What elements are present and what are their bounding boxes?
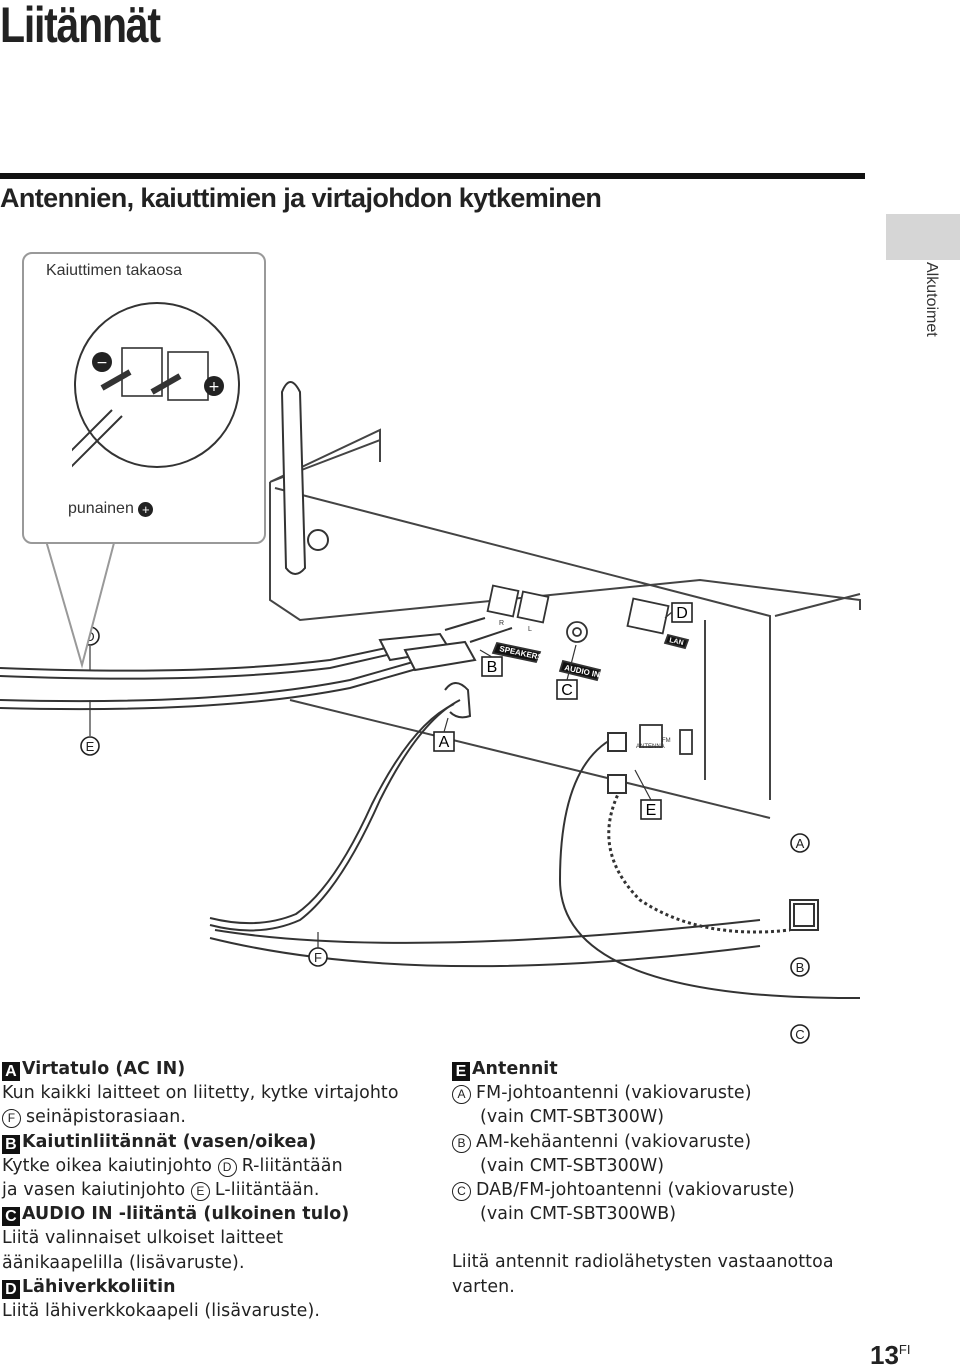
unit-body [269,428,861,819]
page-title: Liitännät [0,0,161,53]
side-tab [886,214,960,260]
circ-e: E [86,739,95,754]
callout-speaker-rear: Kaiuttimen takaosa − + punainen + [22,252,266,544]
label-c: C [561,682,573,699]
item-c-line1: Liitä valinnaiset ulkoiset laitteet [2,1228,284,1249]
item-d-line1: Liitä lähiverkkokaapeli (lisävaruste). [2,1301,320,1322]
connection-diagram: R L SPEAKERS AUDIO IN LAN ANTENNA FM A B [0,381,861,1044]
label-b: B [487,659,498,676]
label-e: E [646,802,657,819]
speaker-terminal-illustration: − + [72,302,240,468]
plus-icon [204,376,224,396]
antenna-item-a-note: (vain CMT-SBT300W) [480,1107,665,1128]
r-label: R [499,620,504,627]
lan-panel-text: LAN [669,637,685,647]
callout-caption: punainen + [68,500,154,518]
antenna-note-line2: varten. [452,1276,515,1297]
item-c-line2: äänikaapelilla (lisävaruste). [2,1252,245,1273]
fm-panel-text: FM [662,738,671,744]
plus-icon: + [138,502,154,517]
label-d: D [676,605,688,622]
minus-icon [92,352,112,372]
circ-f: F [314,950,322,965]
section-heading: Antennien, kaiuttimien ja virtajohdon ky… [0,183,602,213]
title-rule [0,173,865,179]
antenna-rod [280,381,307,575]
l-label: L [528,626,532,633]
circ-c: C [795,1027,804,1042]
antenna-note-line1: Liitä antennit radiolähetysten vastaanot… [452,1252,834,1273]
antenna-panel-text: ANTENNA [636,744,665,750]
label-a: A [439,734,450,751]
item-a-line1: Kun kaikki laitteet on liitetty, kytke v… [2,1083,399,1104]
svg-text:−: − [96,355,108,371]
antenna-item-c-note: (vain CMT-SBT300WB) [480,1204,677,1225]
antenna-item-b-note: (vain CMT-SBT300W) [480,1155,665,1176]
circ-b: B [796,960,805,975]
svg-text:+: + [208,379,220,395]
callout-title: Kaiuttimen takaosa [46,262,183,279]
side-tab-label: Alkutoimet [923,262,940,337]
circ-a: A [796,836,805,851]
page-number: 13FI [870,1340,911,1370]
